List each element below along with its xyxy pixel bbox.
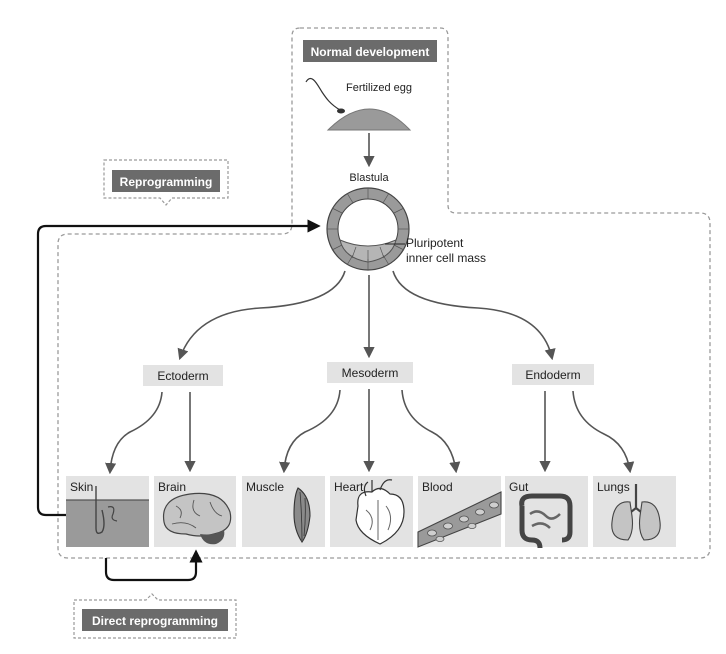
tissue-panel-heart: Heart <box>330 476 413 547</box>
ectoderm-box <box>143 365 223 386</box>
direct-reprogramming-tag <box>82 609 228 631</box>
mesoderm-to-blood-arrow <box>401 389 461 474</box>
fertilized-egg-icon <box>326 108 412 131</box>
heart-label: Heart <box>334 480 364 494</box>
reprogramming-tag <box>112 170 220 192</box>
muscle-label: Muscle <box>246 480 284 494</box>
sperm-icon <box>305 77 341 111</box>
tissue-panel-muscle: Muscle <box>242 476 325 547</box>
endoderm-to-lungs-arrow <box>572 390 635 474</box>
direct-reprogramming-callout <box>73 593 237 639</box>
lungs-label: Lungs <box>597 480 630 494</box>
muscle-icon <box>293 487 311 543</box>
ectoderm-to-skin-arrow <box>105 391 163 475</box>
sperm-head-icon <box>337 108 345 114</box>
normal-development-tag <box>303 40 437 62</box>
cerebellum-icon <box>200 530 225 545</box>
tissue-panel-gut: Gut <box>505 476 588 549</box>
blastula-to-ectoderm-arrow <box>177 270 346 361</box>
mesoderm-box <box>327 362 413 383</box>
tissue-panel-brain: Brain <box>154 476 236 547</box>
dashed-region-outline <box>57 27 711 559</box>
gut-icon <box>519 493 573 549</box>
tissue-panel-skin: Skin <box>66 476 149 547</box>
blood-label: Blood <box>422 480 453 494</box>
reprogramming-callout <box>103 159 229 206</box>
mesoderm-label: Mesoderm <box>342 366 399 380</box>
blastula-label: Blastula <box>349 172 389 184</box>
right-lung-icon <box>638 501 661 541</box>
endoderm-label: Endoderm <box>525 368 580 382</box>
mesoderm-to-muscle-arrow <box>279 389 341 474</box>
blastula-to-endoderm-arrow <box>392 270 556 361</box>
tissue-panel-blood: Blood <box>417 476 502 548</box>
tissue-panel-lungs: Lungs <box>593 476 676 547</box>
blastula-icon <box>326 187 410 271</box>
direct-reprogramming-arrow <box>104 549 203 582</box>
gut-label: Gut <box>509 480 529 494</box>
fertilized-egg-label: Fertilized egg <box>346 82 412 94</box>
heart-icon <box>355 487 405 545</box>
reprogramming-label: Reprogramming <box>120 175 213 189</box>
hair-follicle-icon <box>95 486 105 535</box>
inner-cell-mass-label-line2: inner cell mass <box>406 251 486 265</box>
inner-cell-mass-label-line1: Pluripotent <box>406 236 464 250</box>
skin-label: Skin <box>70 480 93 494</box>
endoderm-box <box>512 364 594 385</box>
ectoderm-label: Ectoderm <box>157 369 208 383</box>
left-lung-icon <box>611 501 634 541</box>
reprogramming-arrow <box>36 219 321 517</box>
normal-development-label: Normal development <box>311 45 430 59</box>
brain-label: Brain <box>158 480 186 494</box>
direct-reprogramming-label: Direct reprogramming <box>92 614 218 628</box>
